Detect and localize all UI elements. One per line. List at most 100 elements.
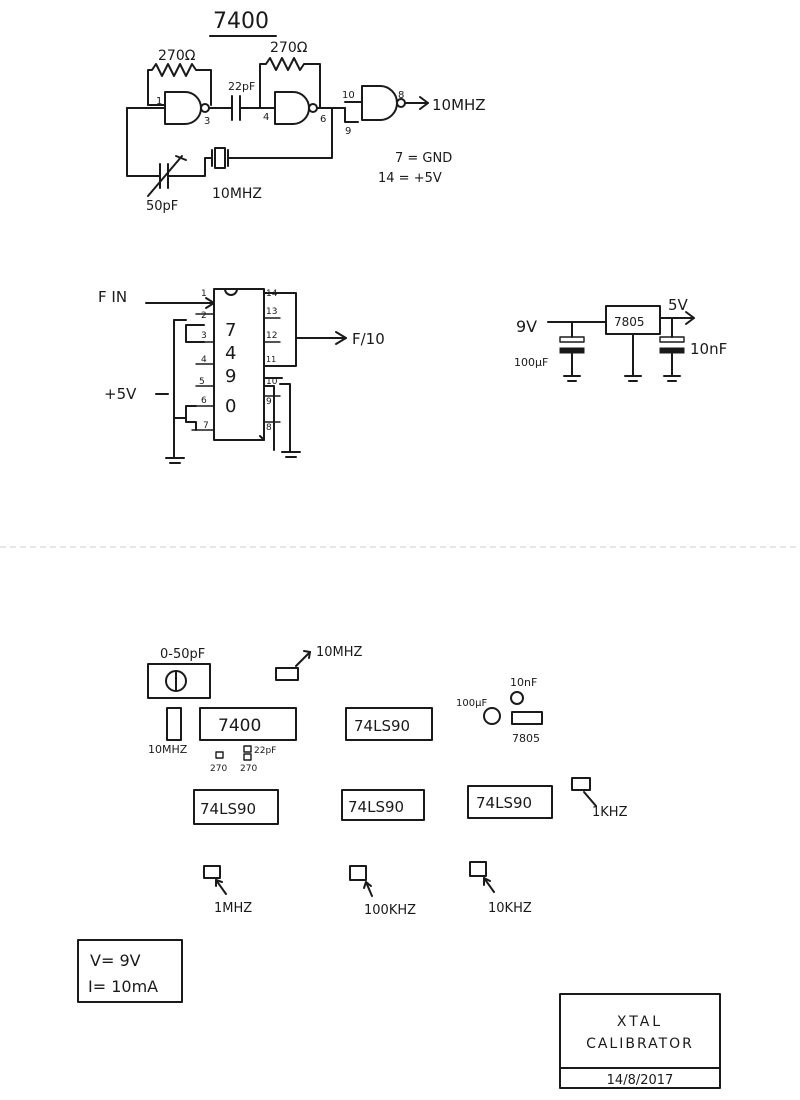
regulator-cout-label: 10nF: [690, 340, 727, 358]
cout-plate-top: [659, 336, 685, 343]
right-pin-12: 12: [266, 331, 277, 341]
chip-digit-3: 9: [225, 366, 236, 387]
layout-testpoint-1k: [571, 777, 591, 791]
right-pin-10: 10: [266, 377, 278, 387]
layout-trimmer-label: 0-50pF: [160, 647, 205, 662]
left-pin-5: 5: [199, 377, 205, 387]
layout-testpoint-100k: [349, 865, 367, 881]
divider-chip-body: [213, 288, 265, 441]
title-block: XTAL CALIBRATOR 14/8/2017: [559, 993, 721, 1089]
wire-feedback-left: [126, 107, 161, 177]
chip-digit-1: 7: [225, 320, 236, 341]
chip-digit-4: 0: [225, 396, 236, 417]
layout-chip-7400: [199, 707, 297, 741]
title-line-2: CALIBRATOR: [586, 1036, 694, 1052]
resistor-2: [259, 57, 321, 109]
layout-testpoint-1m: [203, 865, 221, 879]
oscillator-output-label: 10MHZ: [432, 96, 486, 114]
right-pin-8: 8: [266, 423, 272, 433]
layout-out-1k-label: 1KHZ: [592, 805, 628, 820]
wire-pin14-pin11: [263, 292, 297, 367]
divider-output-label: F/10: [352, 330, 385, 348]
specs-box: V= 9V I= 10mA: [77, 939, 183, 1003]
left-pin-6: 6: [201, 396, 207, 406]
pointer-arrow-icon-2: [215, 879, 223, 887]
resistor-2-label: 270Ω: [270, 40, 308, 56]
cin-plate-top: [559, 336, 585, 343]
layout-trimmer: [147, 663, 211, 699]
layout-crystal-left: [166, 707, 182, 741]
crystal-label: 10MHZ: [212, 186, 262, 202]
layout-chip-u4-label: 74LS90: [348, 798, 404, 816]
title-line-1: XTAL: [617, 1014, 663, 1030]
layout-cap-small: [243, 745, 252, 753]
wire-pin10-ground: [263, 385, 275, 451]
nand-gate-2-bubble: [308, 103, 318, 113]
pin-1-label: 1: [156, 96, 162, 107]
coupling-cap-label: 22pF: [228, 80, 255, 93]
pin-9-label: 9: [345, 126, 351, 137]
chip-digit-2: 4: [225, 343, 236, 364]
left-pin-7: 7: [203, 421, 209, 431]
layout-chip-u5: [467, 785, 553, 819]
layout-chip-u2-label: 74LS90: [354, 717, 410, 735]
left-pin-4: 4: [201, 355, 207, 365]
layout-crystal-top: [275, 667, 299, 681]
pin-8-label: 8: [398, 90, 404, 101]
divider-circuit: F IN 7 4 9 0 1 2 3 4 5 6 7 +5V: [98, 288, 385, 464]
layout-testpoint-1m-pointer: [215, 879, 227, 895]
layout-crystal-top-pointer: [295, 651, 311, 667]
layout-testpoint-10k: [469, 861, 487, 877]
left-pin-2: 2: [201, 311, 207, 321]
layout-chip-u3: [193, 789, 279, 825]
resistor-1-label: 270Ω: [158, 48, 196, 64]
oscillator-circuit: 7400 270Ω 1 3 22pF 270Ω 4 6 10: [126, 9, 486, 214]
layout-out-10k-label: 10KHZ: [488, 901, 532, 916]
layout-testpoint-1k-pointer: [583, 791, 597, 807]
layout-regulator: [511, 711, 543, 725]
layout-chip-u5-label: 74LS90: [476, 794, 532, 812]
layout-chip-7400-label: 7400: [218, 716, 261, 736]
pointer-arrow-icon-3: [363, 881, 372, 889]
left-pin-3: 3: [201, 331, 207, 341]
layout-crystal-top-label: 10MHZ: [316, 645, 363, 660]
wire-trimmer-crystal: [167, 157, 213, 177]
layout-regulator-label: 7805: [512, 732, 540, 745]
left-pin-1: 1: [201, 289, 207, 299]
layout-testpoint-10k-pointer: [483, 877, 495, 893]
pin-10-label: 10: [342, 90, 355, 101]
spec-current: I= 10mA: [88, 977, 158, 996]
wire-pin6-pin7: [185, 405, 197, 431]
layout-out-1m-label: 1MHZ: [214, 901, 252, 916]
note-vcc: 14 = +5V: [378, 171, 442, 186]
wire-feedback-right: [227, 107, 333, 159]
pointer-arrow-icon-1: [303, 650, 311, 659]
layout-chip-u3-label: 74LS90: [200, 800, 256, 818]
layout-testpoint-100k-pointer: [365, 881, 373, 897]
layout-resistor-b: [243, 753, 252, 761]
title-block-border: [559, 993, 721, 1089]
crystal-body: [214, 147, 226, 169]
oscillator-title: 7400: [213, 9, 269, 34]
specs-border: [77, 939, 183, 1003]
board-layout: 0-50pF 10MHZ 10MHZ 7400 22pF 270 270 74L…: [147, 645, 628, 918]
layout-cap-c2: [510, 691, 524, 705]
layout-chip-u2: [345, 707, 433, 741]
layout-cap-c2-label: 10nF: [510, 676, 537, 689]
layout-cap-small-label: 22pF: [254, 746, 276, 756]
wire-gate3-tied-inputs: [344, 107, 359, 123]
layout-crystal-left-label: 10MHZ: [148, 743, 188, 756]
trimmer-adjust-tick: [175, 155, 187, 161]
wire-pin9-ground: [279, 383, 291, 453]
resistor-1: [147, 63, 212, 106]
trimmer-adjust-slash: [147, 155, 183, 197]
nand-gate-1: [164, 91, 202, 125]
regulator-chip-label: 7805: [614, 315, 645, 329]
divider-supply-label: +5V: [104, 385, 137, 403]
pin-4-label: 4: [263, 112, 269, 123]
pointer-arrow-icon-4: [483, 877, 491, 886]
regulator-vout-label: 5V: [668, 296, 689, 314]
divider-input-label: F IN: [98, 288, 127, 306]
regulator-vin-label: 9V: [516, 317, 537, 336]
